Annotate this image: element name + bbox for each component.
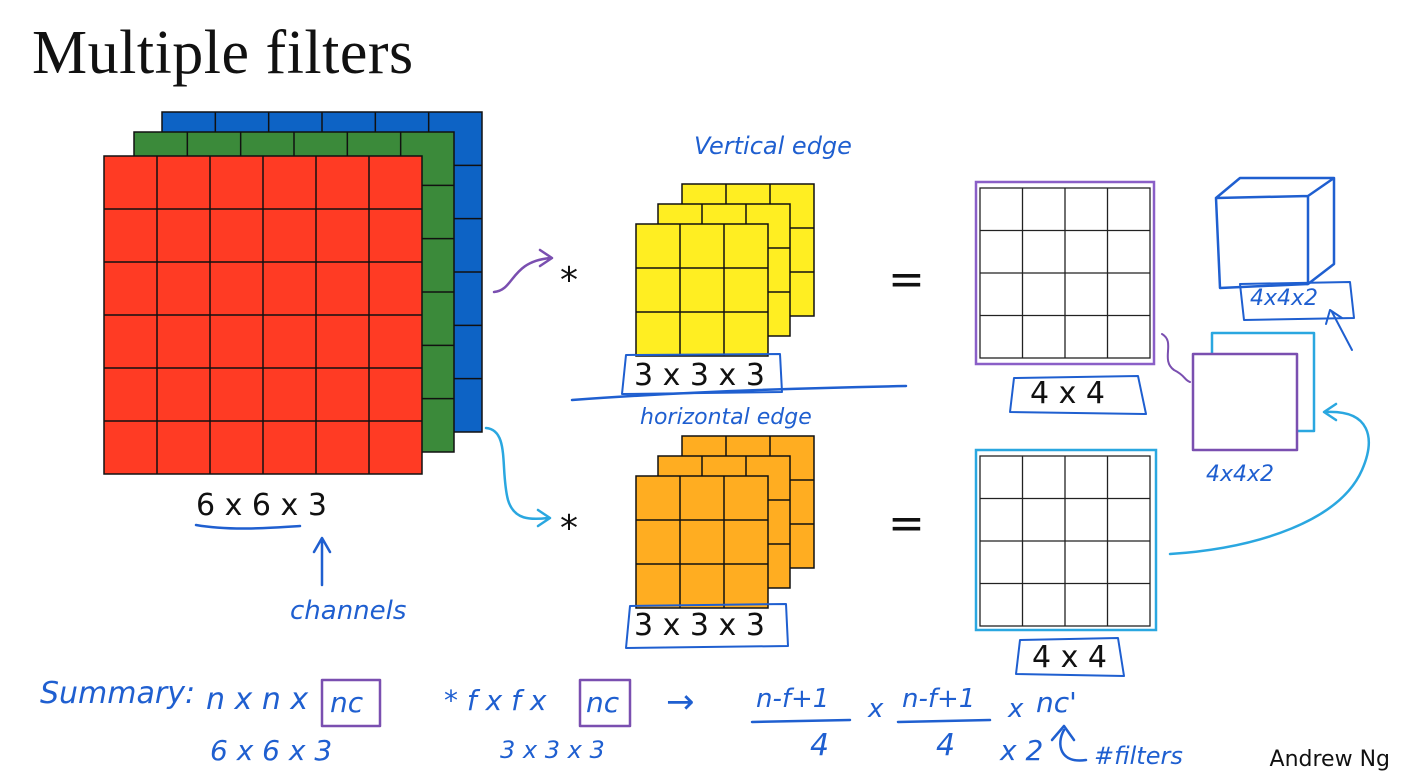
arrow-to-filter1 [492,248,554,294]
summary-filters-note: #filters [1094,742,1183,770]
summary-out-h-value: 4 [810,728,830,763]
output2-cells [979,455,1151,627]
output2-outline [974,448,1158,632]
filter1-dims-box [621,353,783,395]
output1-cells [979,187,1151,359]
summary-filter-nc-box [578,678,632,728]
channels-arrow [312,536,332,587]
filter2-dims-box [625,603,789,649]
arrow-to-filter2 [484,426,552,528]
output2-grid [974,448,1158,632]
cube-label-arrow [1325,309,1353,351]
equals-2: = [888,498,925,549]
summary-input-nc: nc [330,686,364,719]
separator-line [570,384,908,402]
operator-star-2: * [560,508,578,549]
summary-input-numbers: 6 x 6 x 3 [210,734,333,767]
summary-input-nc-box [320,678,382,728]
input-dims-underline [194,523,302,530]
stack-front-square [1191,352,1299,452]
summary-input-expr: n x n x [206,682,309,717]
output1-dims-box [1009,375,1147,415]
credit-text: Andrew Ng [1269,747,1390,772]
summary-times-2: x [1008,694,1024,724]
channels-note: channels [290,596,407,626]
output2-to-stack-curve [1168,402,1370,556]
summary-times-1: x [868,694,884,724]
cube-label-box [1239,281,1355,321]
equals-1: = [888,254,925,305]
filter1-dims-label: 3 x 3 x 3 [634,358,765,393]
volume-cube [1214,176,1336,290]
input-channel-red [103,155,423,475]
filters-hook-arrow [1050,724,1088,762]
filter1-stack [635,183,815,357]
summary-out-c-value: x 2 [1000,734,1044,767]
summary-arrow: → [666,682,695,722]
operator-star-1: * [560,260,578,301]
summary-out-h-expr: n-f+1 [756,684,830,714]
summary-out-c-expr: nc' [1036,686,1077,719]
slide-title: Multiple filters [32,19,414,87]
output1-outline [974,180,1156,366]
summary-filter-nc: nc [586,686,620,719]
input-volume-6x6x3 [103,111,483,475]
summary-label: Summary: [40,676,196,711]
stack-label: 4x4x2 [1206,462,1275,487]
filter2-layer-front [635,475,769,609]
filter2-note: horizontal edge [640,405,812,430]
summary-out-w-value: 4 [936,728,956,763]
summary-filter-numbers: 3 x 3 x 3 [500,736,605,764]
output1-dims-label: 4 x 4 [1030,376,1105,411]
output1-grid [974,180,1156,366]
input-dims-label: 6 x 6 x 3 [196,488,327,523]
summary-frac2-bar [896,718,992,724]
filter2-dims-label: 3 x 3 x 3 [634,608,765,643]
filter1-layer-front [635,223,769,357]
filter1-note: Vertical edge [694,132,852,160]
summary-filter-expr: * f x f x [444,684,547,717]
cube-label: 4x4x2 [1250,286,1319,311]
summary-frac1-bar [750,718,852,724]
summary-out-w-expr: n-f+1 [902,684,976,714]
output2-dims-box [1015,637,1125,677]
output2-dims-label: 4 x 4 [1032,640,1107,675]
filter2-stack [635,435,815,609]
output1-brace [1161,333,1191,383]
